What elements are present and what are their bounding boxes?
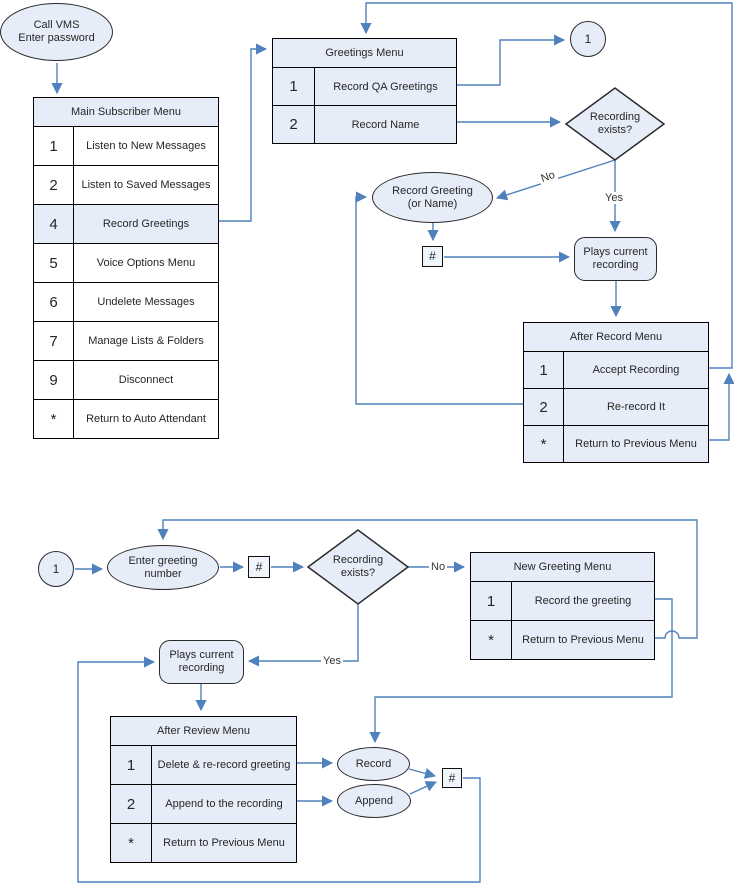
menu-title: Greetings Menu [273,39,456,68]
start-node: Call VMS Enter password [0,3,113,61]
enter-greeting-number-node: Enter greeting number [107,545,219,590]
menu-cell: Append to the recording [165,798,283,810]
menu-row: 7 Manage Lists & Folders [34,322,218,361]
edge-record-the-greeting-to-record [369,598,673,744]
menu-row: * Return to Previous Menu [471,621,654,659]
edge-hash-loop-to-plays-bottom [77,656,481,883]
menu-key: 2 [273,106,315,143]
menu-row: * Return to Previous Menu [111,824,296,862]
menu-row: 2 Append to the recording [111,785,296,824]
plays-current-recording-top: Plays current recording [574,237,657,281]
menu-key: 5 [34,244,74,282]
decision-recording-exists-top [564,87,666,161]
menu-title: New Greeting Menu [471,553,654,582]
edge-label-no-bottom: No [429,561,448,573]
menu-cell: Re-record It [606,401,666,413]
menu-cell: Return to Previous Menu [575,438,697,450]
menu-cell: Return to Previous Menu [522,634,644,646]
edge-rerecord-to-record-greeting [355,191,523,405]
menu-row: 1 Record the greeting [471,582,654,621]
menu-cell: Record Name [351,118,420,131]
menu-row: 1 Record QA Greetings [273,68,456,106]
menu-key: 1 [524,352,564,388]
menu-cell: Return to Auto Attendant [86,413,206,425]
append-node: Append [337,784,411,818]
menu-cell: Record the greeting [534,595,632,607]
hash-key-bottom-left: # [248,556,270,578]
menu-key: * [524,426,564,462]
menu-key: 1 [471,582,512,620]
menu-key: 7 [34,322,74,360]
menu-key: 9 [34,361,74,399]
menu-row: 5 Voice Options Menu [34,244,218,283]
menu-cell: Record Greetings [102,218,190,230]
menu-key: 4 [34,205,74,243]
edge-return-prev-to-junction [707,372,734,441]
edge-qa-greetings-to-connector1 [456,34,566,86]
menu-key: * [34,400,74,438]
menu-key: 2 [524,389,564,425]
decision-label-bottom: Recording exists? [332,554,384,579]
edge-accept-recording-to-greetings-menu [360,2,733,369]
edge-record-greetings-to-greetings-menu [217,43,268,222]
menu-key: 1 [111,746,152,784]
record-greeting-node: Record Greeting (or Name) [372,172,493,223]
menu-key: 1 [34,127,74,165]
menu-key: 2 [111,785,152,823]
menu-cell: Manage Lists & Folders [88,335,204,347]
edge-label-yes-bottom: Yes [321,655,343,667]
menu-cell: Listen to New Messages [86,140,206,152]
menu-cell: Accept Recording [592,364,680,376]
menu-cell: Voice Options Menu [96,257,196,269]
menu-row: 2 Record Name [273,106,456,143]
menu-title: After Review Menu [111,717,296,746]
after-record-menu: After Record Menu 1 Accept Recording 2 R… [523,322,709,463]
plays-current-recording-bottom: Plays current recording [159,640,244,684]
menu-cell: Disconnect [118,374,174,386]
after-review-menu: After Review Menu 1 Delete & re-record g… [110,716,297,863]
menu-title: After Record Menu [524,323,708,352]
new-greeting-menu: New Greeting Menu 1 Record the greeting … [470,552,655,660]
menu-key: 6 [34,283,74,321]
menu-row: 1 Accept Recording [524,352,708,389]
menu-row: 2 Re-record It [524,389,708,426]
menu-key: 2 [34,166,74,204]
menu-row-highlighted: 4 Record Greetings [34,205,218,244]
menu-row: * Return to Previous Menu [524,426,708,462]
menu-cell: Listen to Saved Messages [81,179,211,191]
edge-yes-to-plays-bottom [247,604,359,667]
edge-record-to-hash [408,767,437,779]
off-page-connector-1-top: 1 [570,21,606,57]
menu-cell: Delete & re-record greeting [157,759,291,771]
decision-label-top: Recording exists? [589,111,641,136]
record-node: Record [337,747,410,781]
menu-cell: Record QA Greetings [333,80,438,93]
off-page-connector-1-bottom: 1 [38,551,74,587]
edge-return-prev-to-enter-greeting [157,519,698,639]
menu-row: 1 Listen to New Messages [34,127,218,166]
hash-key-bottom-right: # [442,768,462,788]
decision-recording-exists-bottom [306,529,410,605]
menu-row: 2 Listen to Saved Messages [34,166,218,205]
menu-row: * Return to Auto Attendant [34,400,218,438]
menu-title: Main Subscriber Menu [34,98,218,127]
menu-row: 6 Undelete Messages [34,283,218,322]
menu-row: 9 Disconnect [34,361,218,400]
menu-key: * [471,621,512,659]
menu-key: * [111,824,152,862]
greetings-menu: Greetings Menu 1 Record QA Greetings 2 R… [272,38,457,144]
menu-cell: Undelete Messages [97,296,195,308]
hash-key-top: # [422,246,443,267]
edge-label-yes-top: Yes [603,192,625,204]
menu-row: 1 Delete & re-record greeting [111,746,296,785]
main-subscriber-menu: Main Subscriber Menu 1 Listen to New Mes… [33,97,219,439]
menu-key: 1 [273,68,315,105]
edge-append-to-hash [409,781,438,795]
menu-cell: Return to Previous Menu [163,837,285,849]
